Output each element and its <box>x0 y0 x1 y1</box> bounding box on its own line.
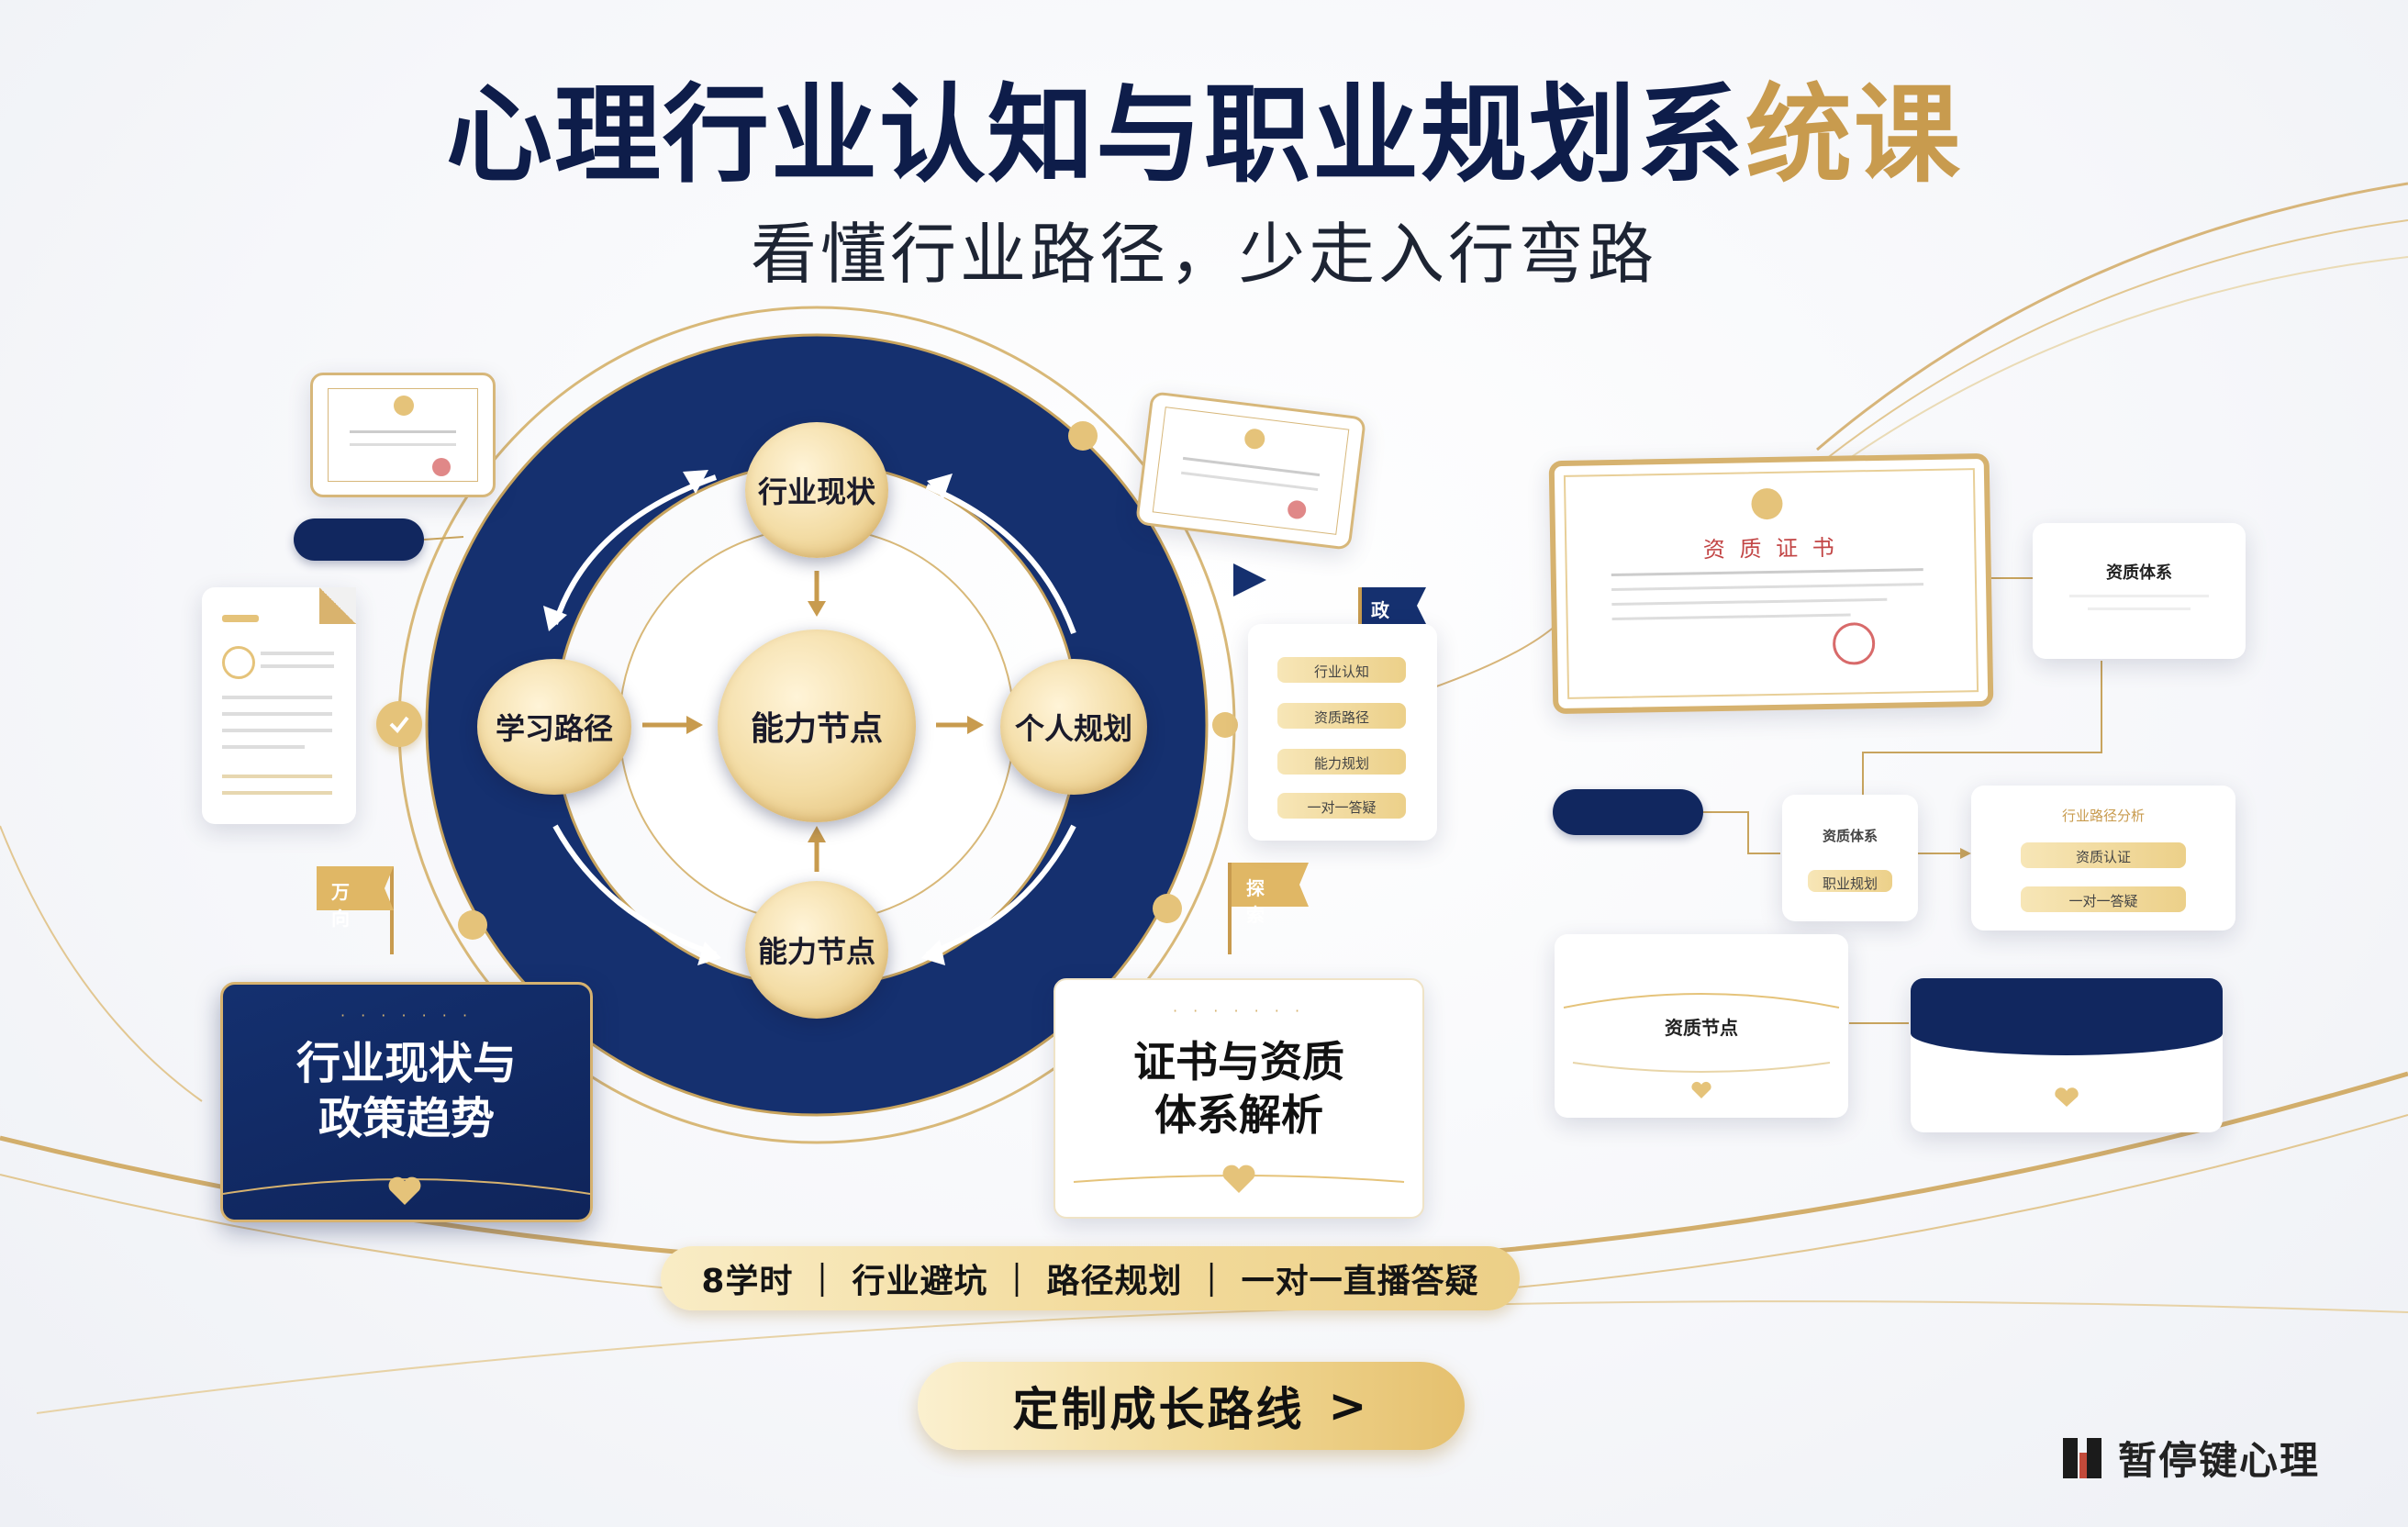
brand: 暂停键心理 <box>2059 1430 2320 1486</box>
title-accent: 统课 <box>1745 73 1962 197</box>
node-learning-path: 学习路径 <box>477 659 631 795</box>
document-card <box>202 587 356 824</box>
card-certificate-line2: 体系解析 <box>1154 1090 1323 1140</box>
chevron-right-icon: > <box>1328 1379 1370 1432</box>
flag-left-label: 万向 <box>331 881 350 930</box>
course-info-bar: 8学时 ｜ 行业避坑 ｜ 路径规划 ｜ 一对一直播答疑 <box>661 1246 1520 1310</box>
card-navy-split[interactable] <box>1911 978 2223 1132</box>
checklist-row-2: 资质路径 <box>1313 709 1369 726</box>
brand-name: 暂停键心理 <box>2118 1438 2321 1483</box>
heart-icon-right <box>1691 1081 1711 1098</box>
page-title: 心理行业认知与职业规划系统课 <box>0 72 2408 200</box>
tag-pill-right <box>1553 789 1703 835</box>
certificate-main: 资 质 证 书 <box>1548 452 1994 715</box>
card-list-header: 行业路径分析 <box>2061 808 2145 824</box>
node-ability-bottom: 能力节点 <box>745 881 888 1019</box>
card-small-flow-top: 资质体系 <box>1822 828 1878 844</box>
card-list-row-1: 资质认证 <box>2075 849 2131 865</box>
custom-growth-route-button[interactable]: 定制成长路线 > <box>918 1362 1465 1450</box>
heart-icon-navy-card <box>2055 1087 2079 1107</box>
card-small-flow[interactable]: 资质体系 职业规划 <box>1782 795 1918 921</box>
title-main: 心理行业认知与职业规划系 <box>446 73 1745 197</box>
card-list-flow[interactable]: 行业路径分析 资质认证 一对一答疑 <box>1971 786 2235 931</box>
certificate-thumbnail-tilted <box>1134 391 1367 551</box>
tag-pill-left <box>294 518 424 561</box>
brand-logo-icon <box>2063 1437 2101 1478</box>
node-ability-center: 能力节点 <box>718 630 916 822</box>
flag-icon <box>1233 563 1266 596</box>
card-qualification-node[interactable]: 资质节点 <box>1555 934 1848 1118</box>
card-small-flow-bottom: 职业规划 <box>1822 875 1878 892</box>
checklist-card: 行业认知 资质路径 能力规划 一对一答疑 <box>1248 624 1437 841</box>
node-industry-status: 行业现状 <box>745 422 888 558</box>
card-certificate-line1: 证书与资质 <box>1133 1037 1344 1087</box>
checklist-row-4: 一对一答疑 <box>1307 799 1377 816</box>
card-qualification-node-label: 资质节点 <box>1665 1017 1738 1039</box>
card-list-row-2: 一对一答疑 <box>2068 893 2138 909</box>
card-qualification-system-label: 资质体系 <box>2106 563 2172 583</box>
checklist-row-1: 行业认知 <box>1313 663 1369 680</box>
card-qualification-system[interactable]: 资质体系 <box>2033 523 2246 659</box>
card-industry-policy-line2: 政策趋势 <box>318 1093 495 1144</box>
flag-right-bottom-label: 探索 <box>1246 877 1265 926</box>
heart-icon-mid <box>1222 1165 1255 1193</box>
heart-icon <box>388 1176 421 1205</box>
checklist-row-3: 能力规划 <box>1313 755 1369 772</box>
check-icon <box>376 701 422 747</box>
node-personal-plan: 个人规划 <box>1000 659 1147 795</box>
card-industry-policy-line1: 行业现状与 <box>295 1038 517 1089</box>
card-certificate-system[interactable]: · · · · · · · 证书与资质 体系解析 <box>1054 978 1424 1219</box>
page-subtitle: 看懂行业路径，少走入行弯路 <box>750 216 1657 293</box>
cta-label: 定制成长路线 <box>1012 1383 1305 1436</box>
certificate-thumbnail-left <box>310 373 496 497</box>
card-industry-policy[interactable]: · · · · · · · 行业现状与 政策趋势 <box>220 982 593 1222</box>
